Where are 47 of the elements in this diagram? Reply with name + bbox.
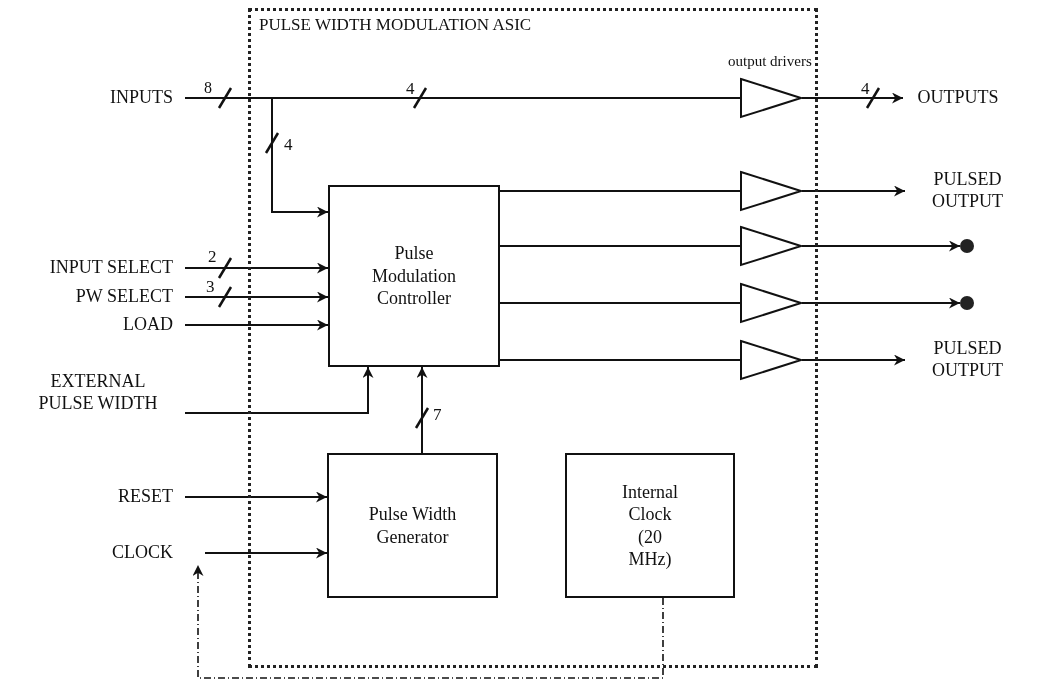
signal-arrow [184,319,329,331]
output-driver-triangle [740,226,802,266]
signal-arrow [184,366,374,414]
signal-arrow [801,185,906,197]
output-driver-triangle [740,283,802,323]
continuation-dot [960,296,974,310]
output-driver-triangle [740,340,802,380]
function-block: Internal Clock (20 MHz) [565,453,735,598]
bus-width-label: 7 [432,406,443,423]
signal-line [499,245,741,247]
signal-arrow [801,240,961,252]
asic-title: PULSE WIDTH MODULATION ASIC [259,15,532,35]
signal-line [499,359,741,361]
output-driver-triangle [740,171,802,211]
signal-line [499,302,741,304]
bus-width-label: 2 [207,248,218,265]
signal-label: LOAD [123,314,173,336]
signal-arrow [416,366,428,454]
signal-label: OUTPUTS [917,87,999,109]
signal-label: INPUTS [110,87,173,109]
signal-arrow [184,97,329,218]
function-block: Pulse Modulation Controller [328,185,500,367]
signal-arrow [801,297,961,309]
signal-label: INPUT SELECT [49,257,173,279]
bus-width-label: 3 [205,278,216,295]
signal-arrow [184,491,328,503]
bus-width-label: 4 [283,136,294,153]
bus-width-label: 4 [405,80,416,97]
signal-arrow [204,547,328,559]
signal-label: PULSED OUTPUT [931,338,1004,382]
signal-label: EXTERNAL PULSE WIDTH [37,371,159,415]
signal-label: PW SELECT [75,286,173,308]
signal-label: PULSED OUTPUT [931,169,1004,213]
clock-feedback-arrow [192,564,664,679]
signal-arrow [801,92,904,104]
signal-line [499,190,741,192]
signal-arrow [184,262,329,274]
bus-width-label: 8 [204,80,212,96]
signal-label: CLOCK [112,542,173,564]
continuation-dot [960,239,974,253]
signal-arrow [801,354,906,366]
signal-arrow [184,291,329,303]
driver-caption: output drivers [728,54,812,69]
asic-boundary [248,8,818,668]
bus-width-label: 4 [860,80,871,97]
signal-label: RESET [118,486,173,508]
function-block: Pulse Width Generator [327,453,498,598]
